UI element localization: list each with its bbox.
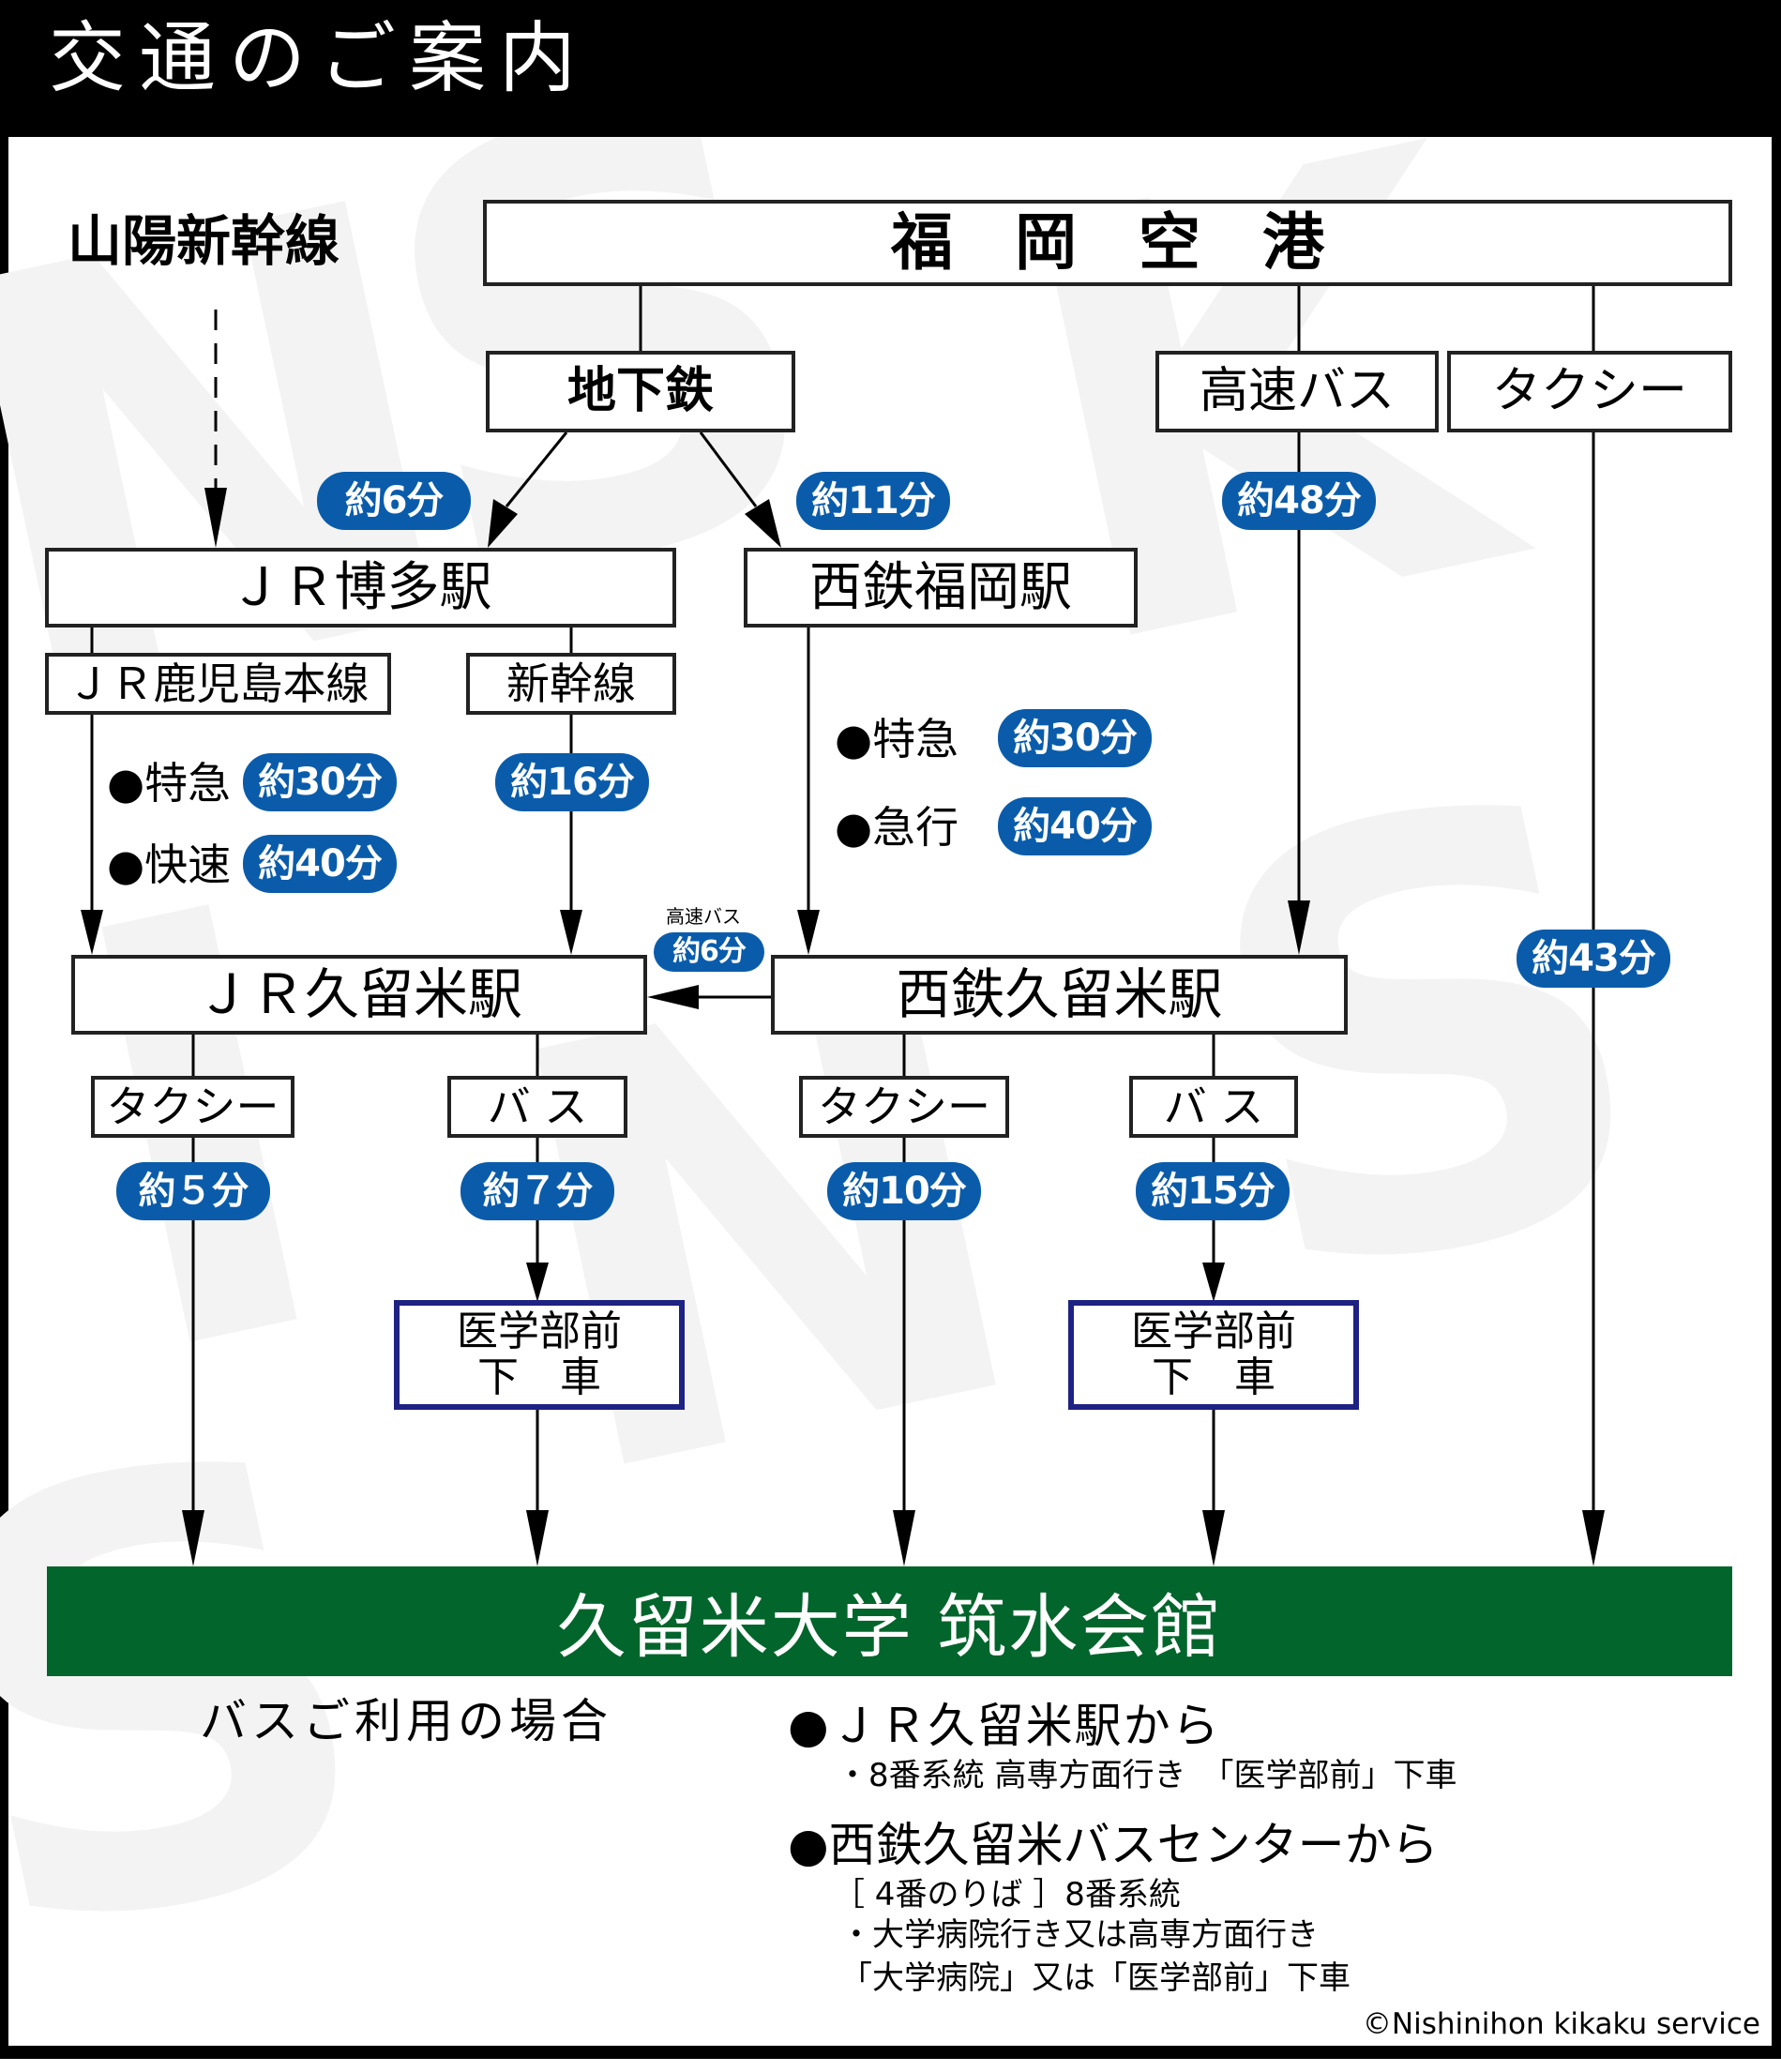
arrowhead-down [81,910,103,955]
arrowhead-down [1288,900,1310,955]
nishitetsu-kurume-bus-box: バ ス [1129,1076,1298,1138]
bus-stop-box-nishitetsu: 医学部前 下 車 [1068,1300,1359,1410]
header-bar: 交通のご案内 [0,0,1781,137]
express-bus-label: 高速バス [1199,362,1395,419]
arrowhead-down [1202,1510,1225,1566]
arrowhead-down [1202,1263,1225,1302]
time-badge-express-bus: 約48分 [1222,472,1376,530]
train-type-limited-express-nishitetsu: ●特急 [835,714,959,764]
nishitetsu-kurume-station-box: 西鉄久留米駅 [771,955,1348,1035]
arrowhead-diagonal [488,499,518,548]
destination-banner: 久留米大学 筑水会館 [47,1566,1732,1676]
jr-kurume-station-label: ＪＲ久留米駅 [195,961,522,1026]
nishitetsu-fukuoka-station-label: 西鉄福岡駅 [809,556,1072,618]
time-badge-nishitetsu-limited: 約30分 [998,709,1152,767]
express-bus-box: 高速バス [1155,351,1439,432]
bus-info-from-jr-line: ・8番系統 高専方面行き 「医学部前」下車 [837,1757,1457,1794]
bus-stop-name: 医学部前 [457,1308,622,1356]
jr-kagoshima-line-box: ＪＲ鹿児島本線 [45,653,391,715]
fukuoka-airport-label: 福 岡 空 港 [891,205,1324,279]
time-badge-kagoshima-rapid: 約40分 [243,835,397,893]
copyright-text: ©Nishinihon kikaku service [1362,2007,1760,2041]
bus-stop-getoff: 下 車 [477,1353,601,1401]
jr-kagoshima-line-label: ＪＲ鹿児島本線 [67,658,370,709]
time-badge-nishitetsu-express: 約40分 [998,797,1152,855]
time-badge-subway-hakata: 約6分 [317,472,471,530]
time-badge-jr-kurume-bus: 約７分 [460,1162,614,1220]
connector [699,431,758,507]
time-badge-airport-taxi: 約43分 [1517,930,1670,988]
nishitetsu-kurume-bus-label: バ ス [1163,1081,1264,1132]
time-badge-nishitetsu-kurume-bus: 約15分 [1136,1162,1290,1220]
bus-stop-name: 医学部前 [1131,1308,1296,1356]
jr-hakata-station-box: ＪＲ博多駅 [45,548,676,628]
bus-info-from-nishitetsu-line: 「大学病院」又は「医学部前」下車 [840,1959,1351,1997]
subway-label: 地下鉄 [566,362,714,419]
bus-stop-box-jr: 医学部前 下 車 [394,1300,685,1410]
bus-info-from-nishitetsu-line: ・大学病院行き又は高専方面行き [840,1916,1319,1954]
subway-box: 地下鉄 [486,351,795,432]
arrowhead-down [182,1510,204,1566]
time-badge-kagoshima-limited: 約30分 [243,753,397,811]
arrowhead-down [797,910,820,955]
nishitetsu-kurume-station-label: 西鉄久留米駅 [896,961,1223,1026]
arrowhead-down [893,1510,915,1566]
arrowhead-left [647,985,699,1009]
train-type-limited-express: ●特急 [107,758,232,809]
bus-info-from-nishitetsu-title: ●西鉄久留米バスセンターから [788,1818,1439,1872]
shinkansen-line-box: 新幹線 [466,653,676,715]
destination-label: 久留米大学 筑水会館 [556,1587,1223,1668]
time-badge-jr-kurume-taxi: 約５分 [116,1162,270,1220]
jr-kurume-taxi-box: タクシー [91,1076,294,1138]
arrowhead-down [526,1263,549,1302]
nishitetsu-kurume-taxi-label: タクシー [818,1081,990,1132]
bus-stop-getoff: 下 車 [1152,1353,1275,1401]
jr-kurume-bus-label: バ ス [487,1081,588,1132]
connector [505,431,568,507]
shinkansen-line-label: 新幹線 [506,658,636,709]
arrowhead-down [1582,1510,1605,1566]
bus-info-heading: バスご利用の場合 [200,1694,612,1748]
transfer-express-bus-label: 高速バス [666,905,741,928]
arrowhead-down [204,488,227,548]
jr-kurume-bus-box: バ ス [447,1076,627,1138]
nishitetsu-kurume-taxi-box: タクシー [799,1076,1009,1138]
jr-kurume-station-box: ＪＲ久留米駅 [71,955,647,1035]
train-type-rapid: ●快速 [107,839,232,890]
time-badge-nishitetsu-kurume-taxi: 約10分 [827,1162,981,1220]
jr-kurume-taxi-label: タクシー [106,1081,279,1132]
arrowhead-down [560,910,582,955]
arrowhead-diagonal [745,499,781,548]
nishitetsu-fukuoka-station-box: 西鉄福岡駅 [744,548,1138,628]
time-badge-transfer: 約6分 [654,932,764,972]
time-badge-shinkansen: 約16分 [495,753,649,811]
fukuoka-airport-box: 福 岡 空 港 [483,200,1732,286]
train-type-express: ●急行 [835,802,959,853]
airport-taxi-label: タクシー [1491,362,1687,419]
page-title: 交通のご案内 [49,14,590,103]
arrowhead-down [526,1510,549,1566]
time-badge-subway-nishitetsu: 約11分 [796,472,950,530]
bus-info-from-jr-title: ●ＪＲ久留米駅から [788,1699,1221,1753]
bus-info-from-nishitetsu-line: ［ 4番のりば ］8番系統 [833,1876,1181,1913]
sanyo-shinkansen-label: 山陽新幹線 [68,209,340,273]
jr-hakata-station-label: ＪＲ博多駅 [229,556,492,618]
airport-taxi-box: タクシー [1447,351,1732,432]
